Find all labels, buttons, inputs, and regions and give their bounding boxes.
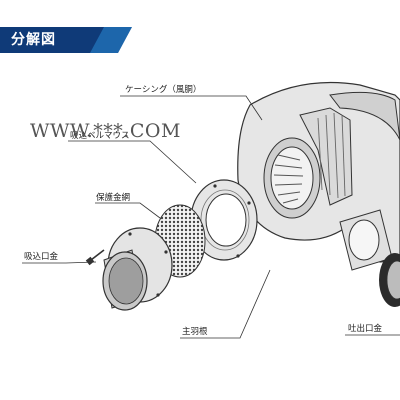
label-bellmouth: 吸込ベルマウス xyxy=(70,130,130,141)
outlet-flange xyxy=(379,253,400,307)
title-banner-shape xyxy=(0,27,132,53)
label-outlet: 吐出口金 xyxy=(348,323,383,334)
label-impeller: 主羽根 xyxy=(182,326,208,337)
watermark-text: WWW.***.COM xyxy=(30,120,181,142)
label-inlet: 吸込口金 xyxy=(24,251,59,262)
bellmouth-flange xyxy=(190,179,258,261)
label-casing: ケーシング（風胴） xyxy=(125,84,201,95)
inlet-flange xyxy=(85,227,173,311)
leader-lines xyxy=(22,95,400,339)
page-title: 分解図 xyxy=(11,32,56,48)
label-guard: 保護金網 xyxy=(96,192,130,203)
title-bar: 分解図 xyxy=(0,27,132,53)
casing xyxy=(237,81,400,271)
